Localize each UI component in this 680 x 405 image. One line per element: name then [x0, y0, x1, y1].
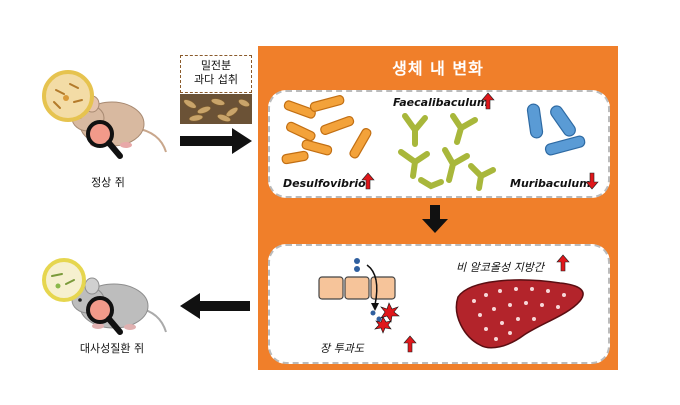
- up-arrow-icon: [481, 92, 495, 110]
- flow-right-arrow-icon: [180, 128, 252, 154]
- metabolic-disease-mouse-icon: [42, 258, 167, 335]
- up-arrow-icon: [403, 335, 417, 353]
- normal-mouse-label: 정상 쥐: [91, 176, 125, 189]
- up-arrow-icon: [556, 254, 570, 272]
- wheat-label-line1: 밀전분: [200, 59, 232, 72]
- flow-down-arrow-icon: [422, 205, 448, 233]
- metabolic-disease-mouse-label: 대사성질환 쥐: [79, 342, 145, 355]
- muribaculum-label: Muribaculum: [510, 177, 591, 190]
- flow-left-arrow-icon: [180, 293, 250, 319]
- fatty-liver-icon: [455, 279, 584, 349]
- desulfovibrio-label: Desulfovibrio: [283, 177, 366, 190]
- muribaculum-bacteria-icon: [526, 103, 586, 156]
- up-arrow-icon: [361, 172, 375, 190]
- panel-title: 생체 내 변화: [392, 59, 484, 78]
- faecalibaculum-label: Faecalibaculum: [393, 96, 489, 109]
- normal-mouse-icon: [42, 70, 167, 159]
- wheat-grain-icon: [180, 94, 252, 124]
- desulfovibrio-bacteria-icon: [281, 95, 372, 165]
- down-arrow-icon: [585, 172, 599, 190]
- faecalibaculum-bacteria-icon: [398, 113, 496, 191]
- fatty-liver-label: 비 알코올성 지방간: [456, 261, 544, 274]
- wheat-label-line2: 과다 섭취: [194, 73, 238, 86]
- intestinal-cells-icon: [318, 258, 400, 334]
- gut-permeability-label: 장 투과도: [320, 342, 364, 355]
- wheat-starch-box: 밀전분 과다 섭취: [180, 55, 252, 93]
